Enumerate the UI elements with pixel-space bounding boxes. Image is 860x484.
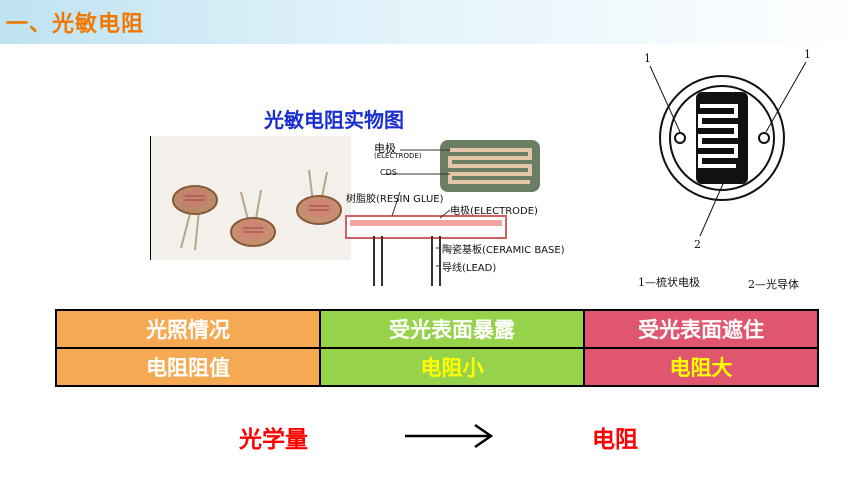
electrode-symbol-image: [649, 61, 807, 237]
resistance-label: 电阻: [592, 427, 638, 453]
marker-1-right: 1: [804, 48, 811, 61]
label-electrode-cn: 电极: [374, 142, 396, 155]
header-bar: 一、光敏电阻: [0, 0, 860, 44]
right-arrow-icon: [405, 423, 493, 449]
structure-diagram: 电极 (ELECTRODE) CDS 树脂胶(RESIN GLUE) 电极(EL…: [340, 136, 590, 286]
table-cell: 受光表面暴露: [319, 309, 585, 349]
label-cds: CDS: [380, 168, 397, 177]
electrode-symbol-diagram: 1 1 2 1—梳状电极 2—光导体: [630, 48, 820, 298]
label-electrode-2: 电极(ELECTRODE): [450, 206, 538, 217]
table-cell: 电阻小: [319, 347, 585, 387]
table-cell: 光照情况: [55, 309, 321, 349]
page-title: 一、光敏电阻: [6, 12, 145, 37]
label-electrode-en: (ELECTRODE): [374, 152, 422, 160]
table-cell: 受光表面遮住: [583, 309, 819, 349]
label-lead: 导线(LEAD): [442, 263, 497, 274]
legend-photoconductor: 2—光导体: [748, 278, 799, 291]
table-row: 光照情况 受光表面暴露 受光表面遮住: [55, 309, 819, 349]
marker-2: 2: [694, 238, 701, 251]
resistance-table: 光照情况 受光表面暴露 受光表面遮住 电阻阻值 电阻小 电阻大: [55, 309, 819, 387]
photoresistor-photo: [150, 136, 351, 260]
label-ceramic-base: 陶瓷基板(CERAMIC BASE): [442, 245, 565, 256]
table-cell: 电阻阻值: [55, 347, 321, 387]
legend-comb-electrode: 1—梳状电极: [638, 276, 700, 289]
table-cell: 电阻大: [583, 347, 819, 387]
marker-1-left: 1: [644, 52, 651, 65]
label-resin-glue: 树脂胶(RESIN GLUE): [346, 194, 444, 205]
structure-diagram-image: [345, 140, 540, 286]
table-row: 电阻阻值 电阻小 电阻大: [55, 347, 819, 387]
photo-caption: 光敏电阻实物图: [264, 108, 404, 132]
photoresistor-photo-image: [151, 136, 351, 260]
optical-quantity-label: 光学量: [239, 427, 308, 453]
